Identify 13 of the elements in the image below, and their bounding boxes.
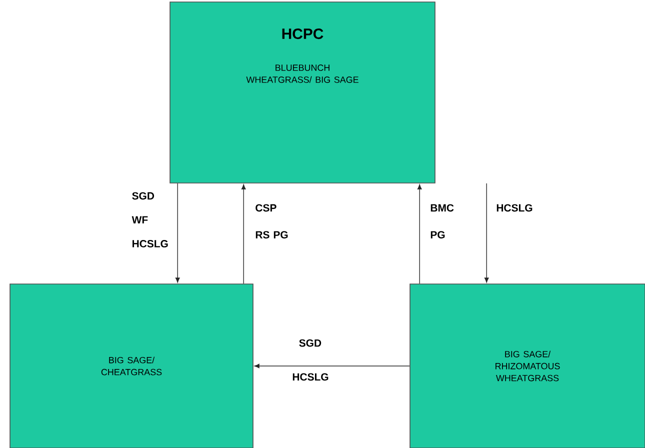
arrow	[484, 183, 489, 283]
arrow	[254, 364, 410, 368]
arrow	[175, 183, 180, 283]
edge-label: BMC PG	[430, 204, 454, 238]
state-box: BIG SAGE/ CHEATGRASS	[10, 284, 254, 448]
edge-label: SGD WF HCSLG	[132, 192, 168, 248]
state-box: HCPC BLUEBUNCH WHEATGRASS/ BIG SAGE	[170, 2, 436, 184]
edge-label: CSP RS PG	[256, 204, 288, 238]
arrow	[241, 184, 246, 284]
state-box: BIG SAGE/ RHIZOMATOUS WHEATGRASS	[410, 284, 645, 448]
edge-label: HCSLG	[496, 204, 532, 212]
edge-label: SGD HCSLG	[292, 339, 328, 381]
arrow	[417, 184, 422, 284]
